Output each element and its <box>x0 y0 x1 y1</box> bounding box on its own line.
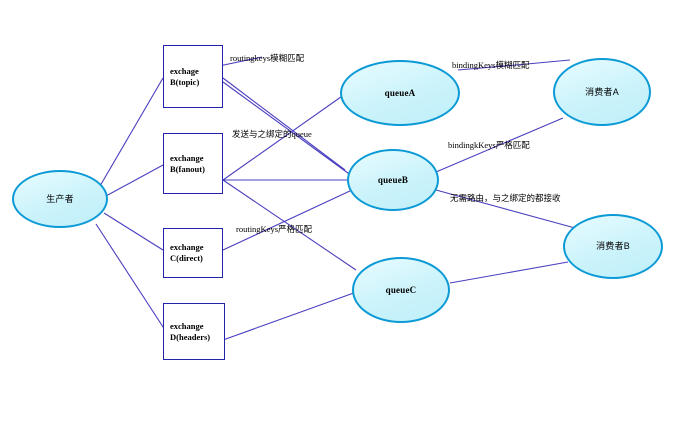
edge-producer-to-direct <box>103 212 164 251</box>
node-exchange-fanout-label: exchange B(fanout) <box>170 152 205 174</box>
node-exchange-topic[interactable]: exchage B(topic) <box>163 45 223 108</box>
node-consumer-b[interactable]: 消费者B <box>563 214 663 279</box>
node-exchange-topic-label: exchage B(topic) <box>170 65 200 87</box>
edge-producer-to-headers <box>95 223 166 331</box>
node-queue-a-label: queueA <box>384 87 416 98</box>
edge-label-routingkeys-strict: routingKeys严格匹配 <box>236 224 313 234</box>
node-exchange-fanout[interactable]: exchange B(fanout) <box>163 133 223 194</box>
node-exchange-headers-label: exchange D(headers) <box>170 320 211 342</box>
edge-direct-to-queueB <box>222 189 353 251</box>
node-queue-a[interactable]: queueA <box>340 60 460 126</box>
edge-fanout-to-queueC <box>222 179 357 271</box>
edge-label-fanout-broadcast: 发送与之绑定的queue <box>232 129 312 139</box>
node-queue-c-label: queueC <box>385 284 417 295</box>
edge-label-no-routing: 无需路由，与之绑定的都接收 <box>450 193 561 203</box>
edge-queueC-to-consumerB <box>449 261 569 284</box>
edge-producer-to-topic <box>99 77 164 187</box>
node-producer-label: 生产者 <box>46 193 74 204</box>
edge-queueA-to-consumerA <box>457 64 517 71</box>
node-queue-b[interactable]: queueB <box>347 149 439 211</box>
edge-headers-to-queueC <box>222 289 363 341</box>
node-consumer-a[interactable]: 消费者A <box>553 58 651 126</box>
node-queue-c[interactable]: queueC <box>352 257 450 323</box>
node-exchange-headers[interactable]: exchange D(headers) <box>163 303 225 360</box>
edge-queueB-to-consumerA <box>435 117 564 173</box>
node-exchange-direct[interactable]: exchange C(direct) <box>163 228 223 278</box>
node-exchange-direct-label: exchange C(direct) <box>170 242 204 263</box>
edge-queueB-to-consumerB <box>435 189 576 229</box>
node-consumer-a-label: 消费者A <box>585 86 619 97</box>
edge-label-bindingkeys-fuzzy: bindingKeys模糊匹配 <box>452 60 530 70</box>
node-queue-b-label: queueB <box>377 174 409 185</box>
edge-topic-to-queueA <box>222 77 346 171</box>
edge-queueA-label-leader <box>515 59 571 66</box>
node-producer[interactable]: 生产者 <box>12 170 108 228</box>
edge-label-routingkeys-fuzzy: routingkeys模糊匹配 <box>230 53 305 63</box>
edge-topic-to-queueB <box>222 81 353 177</box>
edge-fanout-to-queueA <box>222 91 349 181</box>
node-consumer-b-label: 消费者B <box>596 241 630 252</box>
edge-producer-to-fanout <box>105 164 164 197</box>
edge-label-bindingkeys-strict: bindingkKeys严格匹配 <box>448 140 530 150</box>
